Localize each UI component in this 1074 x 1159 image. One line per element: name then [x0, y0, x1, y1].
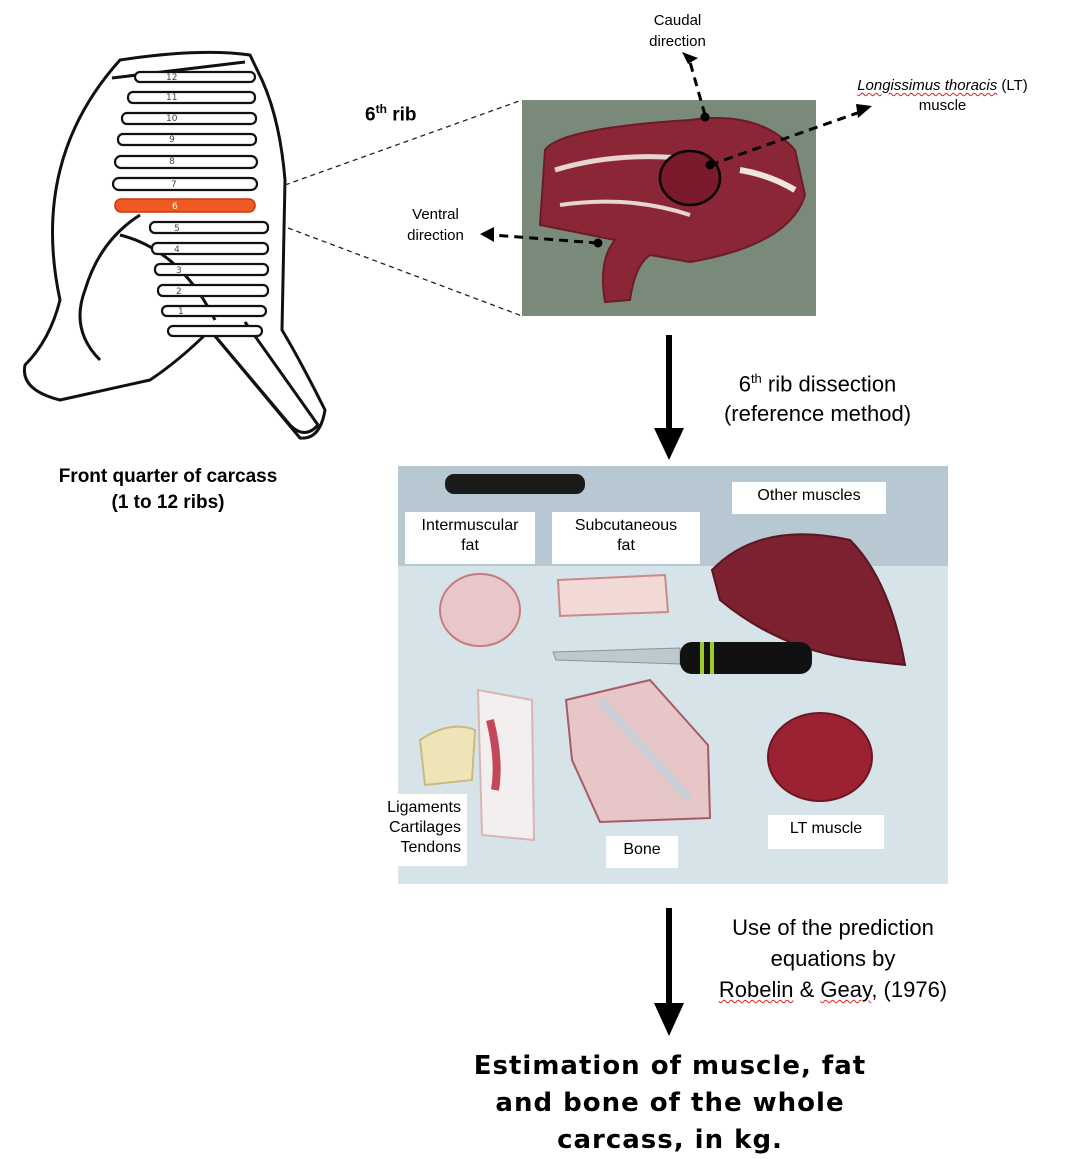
- intermuscular-fat-label: Intermuscular fat: [405, 512, 535, 564]
- carcass-caption-line1: Front quarter of carcass: [0, 464, 336, 490]
- caudal-direction-label: Caudal direction: [620, 10, 735, 52]
- step1-arrowhead: [654, 428, 684, 460]
- step2-line2: equations by: [688, 943, 978, 974]
- lt-outline: [660, 151, 720, 205]
- intermuscular-fat-piece: [440, 574, 520, 646]
- rib-number: 5: [174, 224, 180, 234]
- caudal-arrowhead: [682, 52, 698, 64]
- result-line2: and bone of the whole: [420, 1085, 920, 1122]
- rib-number: 11: [166, 93, 177, 103]
- step2-arrowhead: [654, 1003, 684, 1036]
- rib-number: 6: [172, 202, 178, 212]
- sixth-rib-highlight: [115, 199, 255, 212]
- ligaments-line3: Tendons: [367, 838, 461, 858]
- carcass-caption: Front quarter of carcass (1 to 12 ribs): [0, 464, 336, 516]
- other-muscles-label: Other muscles: [732, 482, 886, 514]
- subcutaneous-fat-piece: [558, 575, 668, 616]
- rib-number: 3: [176, 266, 182, 276]
- rib-number: 12: [166, 73, 177, 83]
- lt-muscle-dissection-label: LT muscle: [768, 815, 884, 849]
- result-line3: carcass, in kg.: [420, 1122, 920, 1159]
- subcutaneous-fat-label: Subcutaneous fat: [552, 512, 700, 564]
- rib-number: 2: [176, 287, 182, 297]
- rib-number: 1: [178, 307, 184, 317]
- lt-line2: muscle: [820, 96, 1065, 116]
- result-line1: Estimation of muscle, fat: [420, 1048, 920, 1085]
- sixth-rib-word: rib: [392, 104, 416, 125]
- rib-number: 4: [174, 245, 180, 255]
- sixth-rib-label: 6th rib: [365, 102, 416, 126]
- rib-number: 10: [166, 114, 178, 124]
- lt-suffix: (LT): [997, 77, 1028, 94]
- ventral-direction-label: Ventral direction: [378, 204, 493, 246]
- bone-label: Bone: [606, 836, 678, 868]
- subcutaneous-line1: Subcutaneous: [558, 516, 694, 536]
- cartilage-piece: [420, 727, 475, 785]
- ligaments-line2: Cartilages: [367, 818, 461, 838]
- step2-author: Robelin: [719, 977, 794, 1002]
- subcutaneous-line2: fat: [558, 536, 694, 556]
- step1-line2: (reference method): [690, 399, 945, 429]
- ventral-line2: direction: [378, 225, 493, 246]
- caudal-line1: Caudal: [620, 10, 735, 31]
- knife-handle: [680, 642, 812, 674]
- lt-muscle-piece: [768, 713, 872, 801]
- step2-line1: Use of the prediction: [688, 912, 978, 943]
- carcass-caption-line2: (1 to 12 ribs): [0, 490, 336, 516]
- step1-sup: th: [751, 371, 762, 386]
- sixth-rib-num: 6: [365, 104, 376, 125]
- lt-muscle-label: Longissimus thoracis (LT) muscle: [820, 76, 1065, 116]
- step1-line1: rib dissection: [762, 371, 897, 396]
- caudal-line2: direction: [620, 31, 735, 52]
- other-muscles-text: Other muscles: [738, 486, 880, 506]
- result-text: Estimation of muscle, fat and bone of th…: [420, 1048, 920, 1159]
- intermuscular-line1: Intermuscular: [411, 516, 529, 536]
- rib-number: 7: [171, 180, 177, 190]
- ventral-line1: Ventral: [378, 204, 493, 225]
- step2-year: , (1976): [871, 977, 947, 1002]
- step1-text: 6th rib dissection (reference method): [690, 364, 945, 429]
- step2-author2: Geay: [820, 977, 871, 1002]
- sixth-rib-sup: th: [376, 102, 387, 116]
- step2-text: Use of the prediction equations by Robel…: [688, 912, 978, 1005]
- rib-number: 9: [169, 135, 175, 145]
- step1-num: 6: [739, 371, 751, 396]
- lt-muscle-text: LT muscle: [774, 819, 878, 839]
- bone-text: Bone: [612, 840, 672, 860]
- ligaments-line1: Ligaments: [367, 798, 461, 818]
- ligaments-label: Ligaments Cartilages Tendons: [361, 794, 467, 866]
- step2-amp: &: [793, 977, 820, 1002]
- rib-number: 8: [169, 157, 175, 167]
- tendon-piece: [478, 690, 534, 840]
- lt-italic: Longissimus thoracis: [857, 77, 997, 94]
- intermuscular-line2: fat: [411, 536, 529, 556]
